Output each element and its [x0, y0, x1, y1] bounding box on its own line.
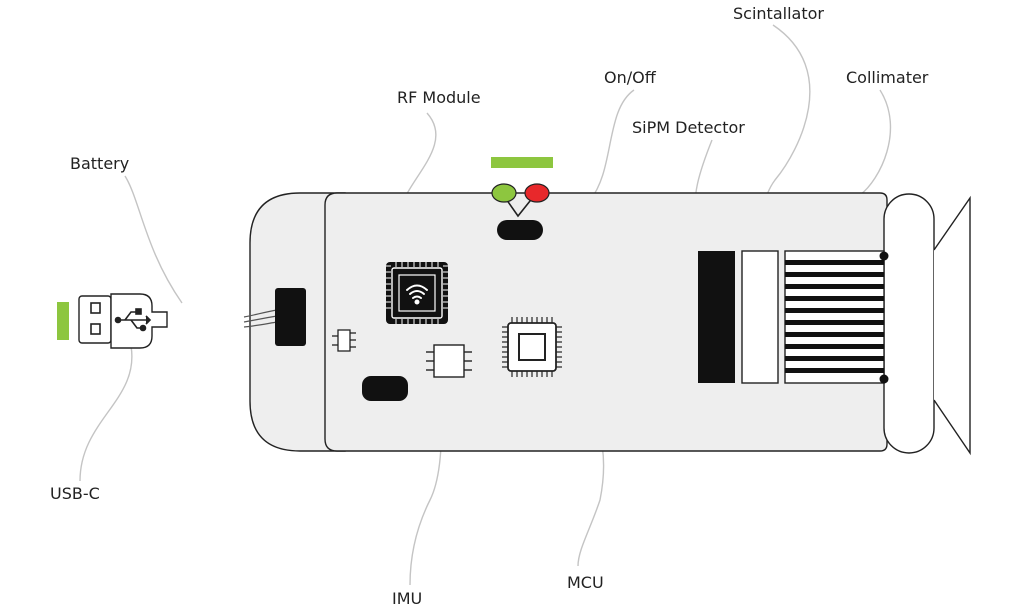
- rf-module-chip: [386, 262, 448, 324]
- led-red: [524, 183, 550, 203]
- label-rf-module: RF Module: [397, 88, 481, 107]
- led-green: [491, 183, 517, 203]
- buzzer-component: [362, 376, 408, 401]
- label-imu: IMU: [392, 589, 422, 608]
- wifi-icon: [406, 284, 428, 305]
- label-usb-c: USB-C: [50, 484, 100, 503]
- leader-usb-c: [79, 345, 133, 482]
- small-regulator: [332, 329, 356, 352]
- label-collimater: Collimater: [846, 68, 929, 87]
- end-cap: [883, 193, 935, 454]
- mcu-chip: [502, 317, 562, 377]
- switch-body: [497, 220, 543, 240]
- label-sipm-detector: SiPM Detector: [632, 118, 745, 137]
- collimater-block: [784, 250, 889, 384]
- label-scintallator: Scintallator: [733, 4, 824, 23]
- label-mcu: MCU: [567, 573, 604, 592]
- usb-c-green-bar: [57, 302, 69, 340]
- status-green-bar: [491, 157, 553, 168]
- usb-icon: [114, 308, 152, 332]
- lens-cone: [933, 195, 971, 456]
- on-off-switch: [491, 157, 553, 240]
- leader-battery: [124, 175, 183, 304]
- imu-chip: [426, 344, 472, 378]
- label-on-off: On/Off: [604, 68, 657, 87]
- scintallator-block: [741, 250, 779, 384]
- label-battery: Battery: [70, 154, 129, 173]
- usb-c-connector: [57, 293, 168, 349]
- sipm-detector-block: [698, 251, 735, 383]
- battery-connector: [243, 288, 306, 346]
